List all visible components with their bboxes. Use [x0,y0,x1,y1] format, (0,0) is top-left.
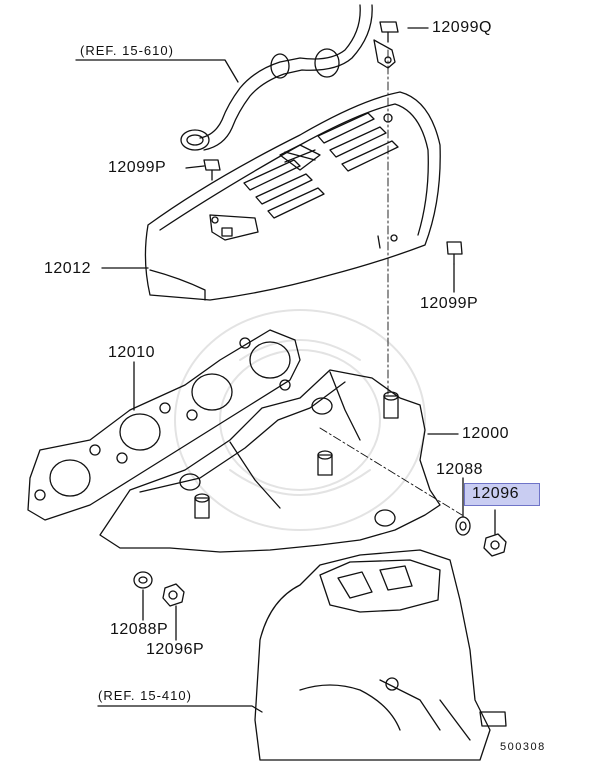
nut-12096 [483,533,507,557]
diagram-code: 500308 [500,741,546,753]
ref-label-15-410[interactable]: (REF. 15-410) [98,688,192,703]
turbo-housing [254,549,507,761]
highlight-box-12096 [464,483,540,506]
part-label-12099q[interactable]: 12099Q [432,19,492,36]
part-label-12099p-right[interactable]: 12099P [420,295,479,312]
heat-cover-12012 [144,91,441,301]
part-label-12012[interactable]: 12012 [44,260,91,277]
nut-12096p [162,583,185,607]
part-label-12096p[interactable]: 12096P [146,641,205,658]
leader-lines [75,27,496,713]
washer-12088 [455,516,471,536]
part-label-12010[interactable]: 12010 [108,344,155,361]
part-label-12099p-top[interactable]: 12099P [108,159,167,176]
bolt-12099p-right [446,241,463,265]
bolt-12099p-top [203,159,221,181]
part-label-12000[interactable]: 12000 [462,425,509,442]
washer-12088p [133,571,153,589]
part-label-12088p[interactable]: 12088P [110,621,169,638]
watermark-logo [174,309,426,531]
part-label-12088[interactable]: 12088 [436,461,483,478]
gasket-12010 [27,329,301,521]
vacuum-hose [180,4,396,151]
part-label-12096[interactable]: 12096 [472,485,519,502]
ref-label-15-610[interactable]: (REF. 15-610) [80,43,174,58]
exhaust-manifold-12000 [99,369,441,553]
center-lines [319,49,463,516]
bolt-12099q [379,21,399,43]
